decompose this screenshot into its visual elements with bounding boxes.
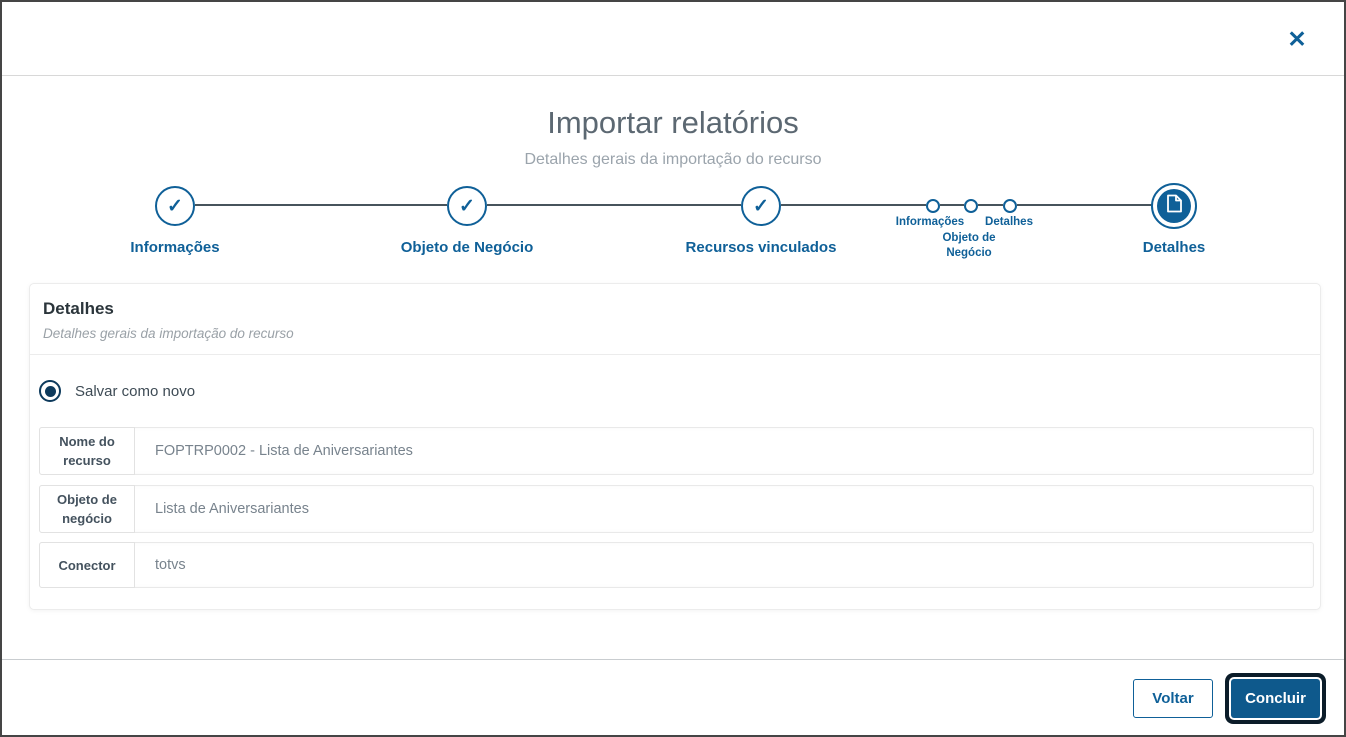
substep-circle-informacoes[interactable] bbox=[926, 199, 940, 213]
step-circle-recursos-vinculados[interactable]: ✓ bbox=[741, 186, 781, 226]
stepper-line bbox=[781, 204, 926, 206]
radio-label: Salvar como novo bbox=[75, 382, 196, 400]
step-label-informacoes[interactable]: Informações bbox=[130, 239, 220, 256]
check-icon: ✓ bbox=[753, 195, 769, 217]
field-row-objeto-de-negocio: Objeto de negócio Lista de Aniversariant… bbox=[39, 485, 1314, 533]
field-row-conector: Conector totvs bbox=[39, 542, 1314, 588]
panel-subheading: Detalhes gerais da importação do recurso bbox=[43, 326, 294, 341]
resource-name-field[interactable]: FOPTRP0002 - Lista de Aniversariantes bbox=[155, 443, 413, 459]
footer-divider bbox=[2, 659, 1344, 660]
stepper-line bbox=[487, 204, 741, 206]
step-label-objeto-de-negocio[interactable]: Objeto de Negócio bbox=[400, 239, 534, 256]
substep-label-objeto-de-negocio: Objeto de Negócio bbox=[942, 232, 996, 259]
substep-circle-objeto-de-negocio[interactable] bbox=[964, 199, 978, 213]
business-object-field[interactable]: Lista de Aniversariantes bbox=[155, 501, 309, 517]
field-label: Nome do recurso bbox=[39, 427, 135, 475]
field-row-nome-do-recurso: Nome do recurso FOPTRP0002 - Lista de An… bbox=[39, 427, 1314, 475]
finish-button[interactable]: Concluir bbox=[1231, 679, 1320, 718]
stepper-line bbox=[1017, 204, 1152, 206]
step-circle-objeto-de-negocio[interactable]: ✓ bbox=[447, 186, 487, 226]
step-label-detalhes[interactable]: Detalhes bbox=[1142, 239, 1206, 256]
field-label: Conector bbox=[39, 542, 135, 588]
stepper-line bbox=[195, 204, 447, 206]
back-button[interactable]: Voltar bbox=[1133, 679, 1213, 718]
check-icon: ✓ bbox=[459, 195, 475, 217]
stepper-line bbox=[940, 204, 964, 206]
dialog-titlebar: ✕ bbox=[2, 2, 1344, 76]
substep-circle-detalhes[interactable] bbox=[1003, 199, 1017, 213]
connector-field[interactable]: totvs bbox=[155, 557, 186, 573]
radio-icon[interactable] bbox=[39, 380, 61, 402]
panel-heading: Detalhes bbox=[43, 299, 114, 318]
page-title: Importar relatórios bbox=[547, 105, 799, 140]
substep-label-informacoes: Informações bbox=[895, 216, 965, 228]
step-circle-detalhes-current[interactable] bbox=[1151, 183, 1197, 229]
stepper-line bbox=[978, 204, 1003, 206]
divider bbox=[30, 354, 1320, 355]
document-icon bbox=[1166, 194, 1183, 218]
close-icon[interactable]: ✕ bbox=[1287, 25, 1307, 52]
step-label-recursos-vinculados[interactable]: Recursos vinculados bbox=[685, 239, 837, 256]
radio-save-as-new[interactable]: Salvar como novo bbox=[39, 379, 195, 403]
check-icon: ✓ bbox=[167, 195, 183, 217]
substep-label-detalhes: Detalhes bbox=[985, 216, 1033, 228]
details-panel: Detalhes Detalhes gerais da importação d… bbox=[29, 283, 1321, 610]
step-circle-informacoes[interactable]: ✓ bbox=[155, 186, 195, 226]
field-label: Objeto de negócio bbox=[39, 485, 135, 533]
radio-dot bbox=[44, 385, 56, 397]
page-subtitle: Detalhes gerais da importação do recurso bbox=[524, 151, 822, 168]
